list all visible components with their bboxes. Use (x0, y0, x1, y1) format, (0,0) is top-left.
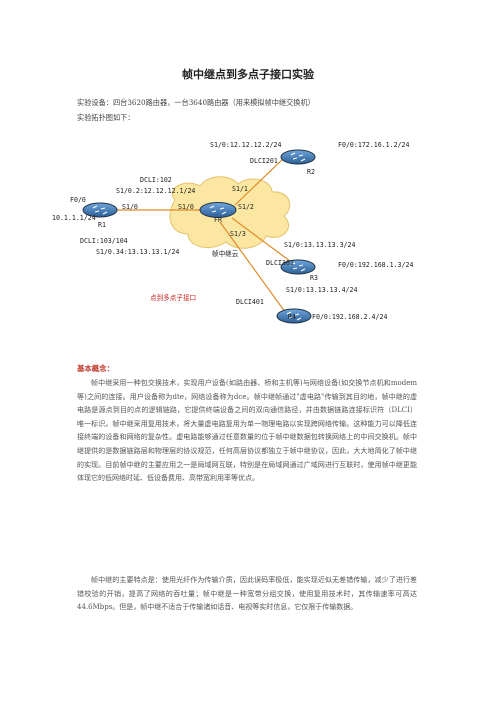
link-fr-r4 (219, 221, 289, 317)
fr-s11-label: S1/1 (232, 185, 248, 193)
fr-s13-label: S1/3 (230, 230, 246, 238)
fr-s12-label: S1/2 (238, 203, 254, 211)
link-fr-r3 (231, 217, 299, 268)
paragraph-2: 帧中继的主要特点是：使用光纤作为传输介质，因此误码率极低，能实现近似无差错传输，… (77, 576, 417, 612)
topology-label: 实验拓扑图如下： (77, 113, 135, 122)
r3-name: R3 (310, 274, 318, 282)
link-fr-r2 (234, 156, 286, 206)
router-r3-icon (280, 259, 316, 275)
r1-ip-label: 10.1.1.1/24 (52, 214, 96, 222)
fr-name: FR (214, 216, 222, 224)
router-r4-icon (276, 308, 312, 324)
equipment-line: 实验设备：四台3620路由器，一台3640路由器（用来模拟帧中继交换机） (77, 98, 315, 107)
r1-dlci102-label: DCLI:102 (140, 176, 172, 184)
r1-f00-label: F0/0 (70, 196, 86, 204)
section-title: 基本概念： (77, 364, 114, 373)
r1-s1034-label: S1/0.34:13.13.13.1/24 (96, 248, 179, 256)
r1-s10-label: S1/0 (122, 203, 138, 211)
r3-f00-label: F0/0:192.168.1.3/24 (338, 261, 413, 269)
r3-dlci-label: DLCI301 (266, 259, 294, 267)
r3-s10-label: S1/0:13.13.13.3/24 (284, 241, 355, 249)
r4-f00-label: F0/0:192.168.2.4/24 (312, 313, 387, 321)
diagram-caption: 点到多点子接口 (150, 293, 196, 302)
r2-s10-label: S1/0:12.12.12.2/24 (210, 141, 281, 149)
r1-name: R1 (98, 221, 106, 229)
router-r1-icon (82, 202, 118, 218)
fr-s10-label: S1/0 (178, 203, 194, 211)
paragraph-1: 帧中继采用一种包交换技术，实现用户设备(如路由器、桥和主机等)与网络设备(如交换… (77, 379, 417, 483)
r4-s10-label: S1/0:13.13.13.4/24 (286, 286, 357, 294)
r1-s102-label: S1/0.2:12.12.12.1/24 (116, 187, 195, 195)
r2-name: R2 (307, 168, 315, 176)
router-r2-icon (280, 149, 316, 165)
page-title: 帧中继点到多点子接口实验 (182, 68, 314, 81)
r2-f00-label: F0/0:172.16.1.2/24 (338, 141, 409, 149)
r1-dlci103-label: DCLI:103/104 (80, 237, 128, 245)
r4-name: R4 (288, 313, 296, 321)
r2-dlci-label: DLCI201 (250, 157, 278, 165)
network-topology-diagram: S1/0:12.12.12.2/24 F0/0:172.16.1.2/24 DL… (52, 141, 413, 324)
r4-dlci-label: DLCI401 (236, 298, 264, 306)
router-fr-icon (199, 202, 237, 218)
fr-cloud-label: 帧中继云 (212, 249, 239, 258)
